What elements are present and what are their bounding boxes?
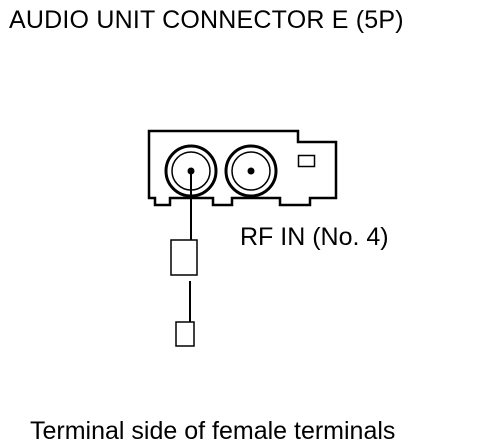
- connector-title: AUDIO UNIT CONNECTOR E (5P): [9, 6, 404, 34]
- rf-socket-right: [224, 144, 278, 198]
- probe-box-lower: [175, 321, 195, 347]
- rf-in-label: RF IN (No. 4): [240, 223, 389, 251]
- connector-housing: [147, 129, 338, 207]
- probe-box-upper: [170, 239, 198, 276]
- lock-tab: [297, 154, 316, 168]
- socket-pin-dot: [247, 167, 255, 175]
- terminal-side-caption: Terminal side of female terminals: [30, 417, 396, 445]
